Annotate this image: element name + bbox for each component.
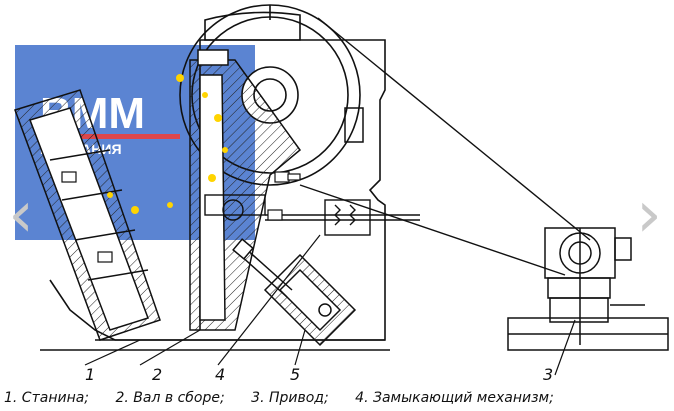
motor-drive (507, 227, 669, 351)
toggle-plate (204, 194, 420, 236)
caption-item: 4. Замыкающий механизм; (355, 390, 554, 406)
closing-mechanism (232, 238, 357, 347)
caption-item: 1. Станина; (4, 390, 90, 406)
frame-window (344, 107, 364, 143)
nav-next-button[interactable]: › (636, 170, 662, 260)
callout-3: 3 (543, 365, 553, 384)
jaw-bolts (61, 171, 301, 263)
caption-item: 3. Привод; (251, 390, 329, 406)
callout-2: 2 (152, 365, 162, 384)
callout-5: 5 (290, 365, 300, 384)
chevron-right-icon: › (636, 178, 662, 252)
caption-item: 2. Вал в сборе; (115, 390, 225, 406)
chevron-left-icon: ‹ (8, 178, 34, 252)
fixed-jaw (14, 89, 161, 341)
parts-caption: 1. Станина; 2. Вал в сборе; 3. Привод; 4… (4, 390, 672, 410)
logo-stars (107, 74, 228, 214)
callout-4: 4 (215, 365, 225, 384)
nav-prev-button[interactable]: ‹ (8, 170, 34, 260)
callout-leaders (84, 234, 576, 376)
callout-1: 1 (85, 365, 95, 384)
callout-labels: 1 2 4 5 3 (85, 365, 553, 384)
